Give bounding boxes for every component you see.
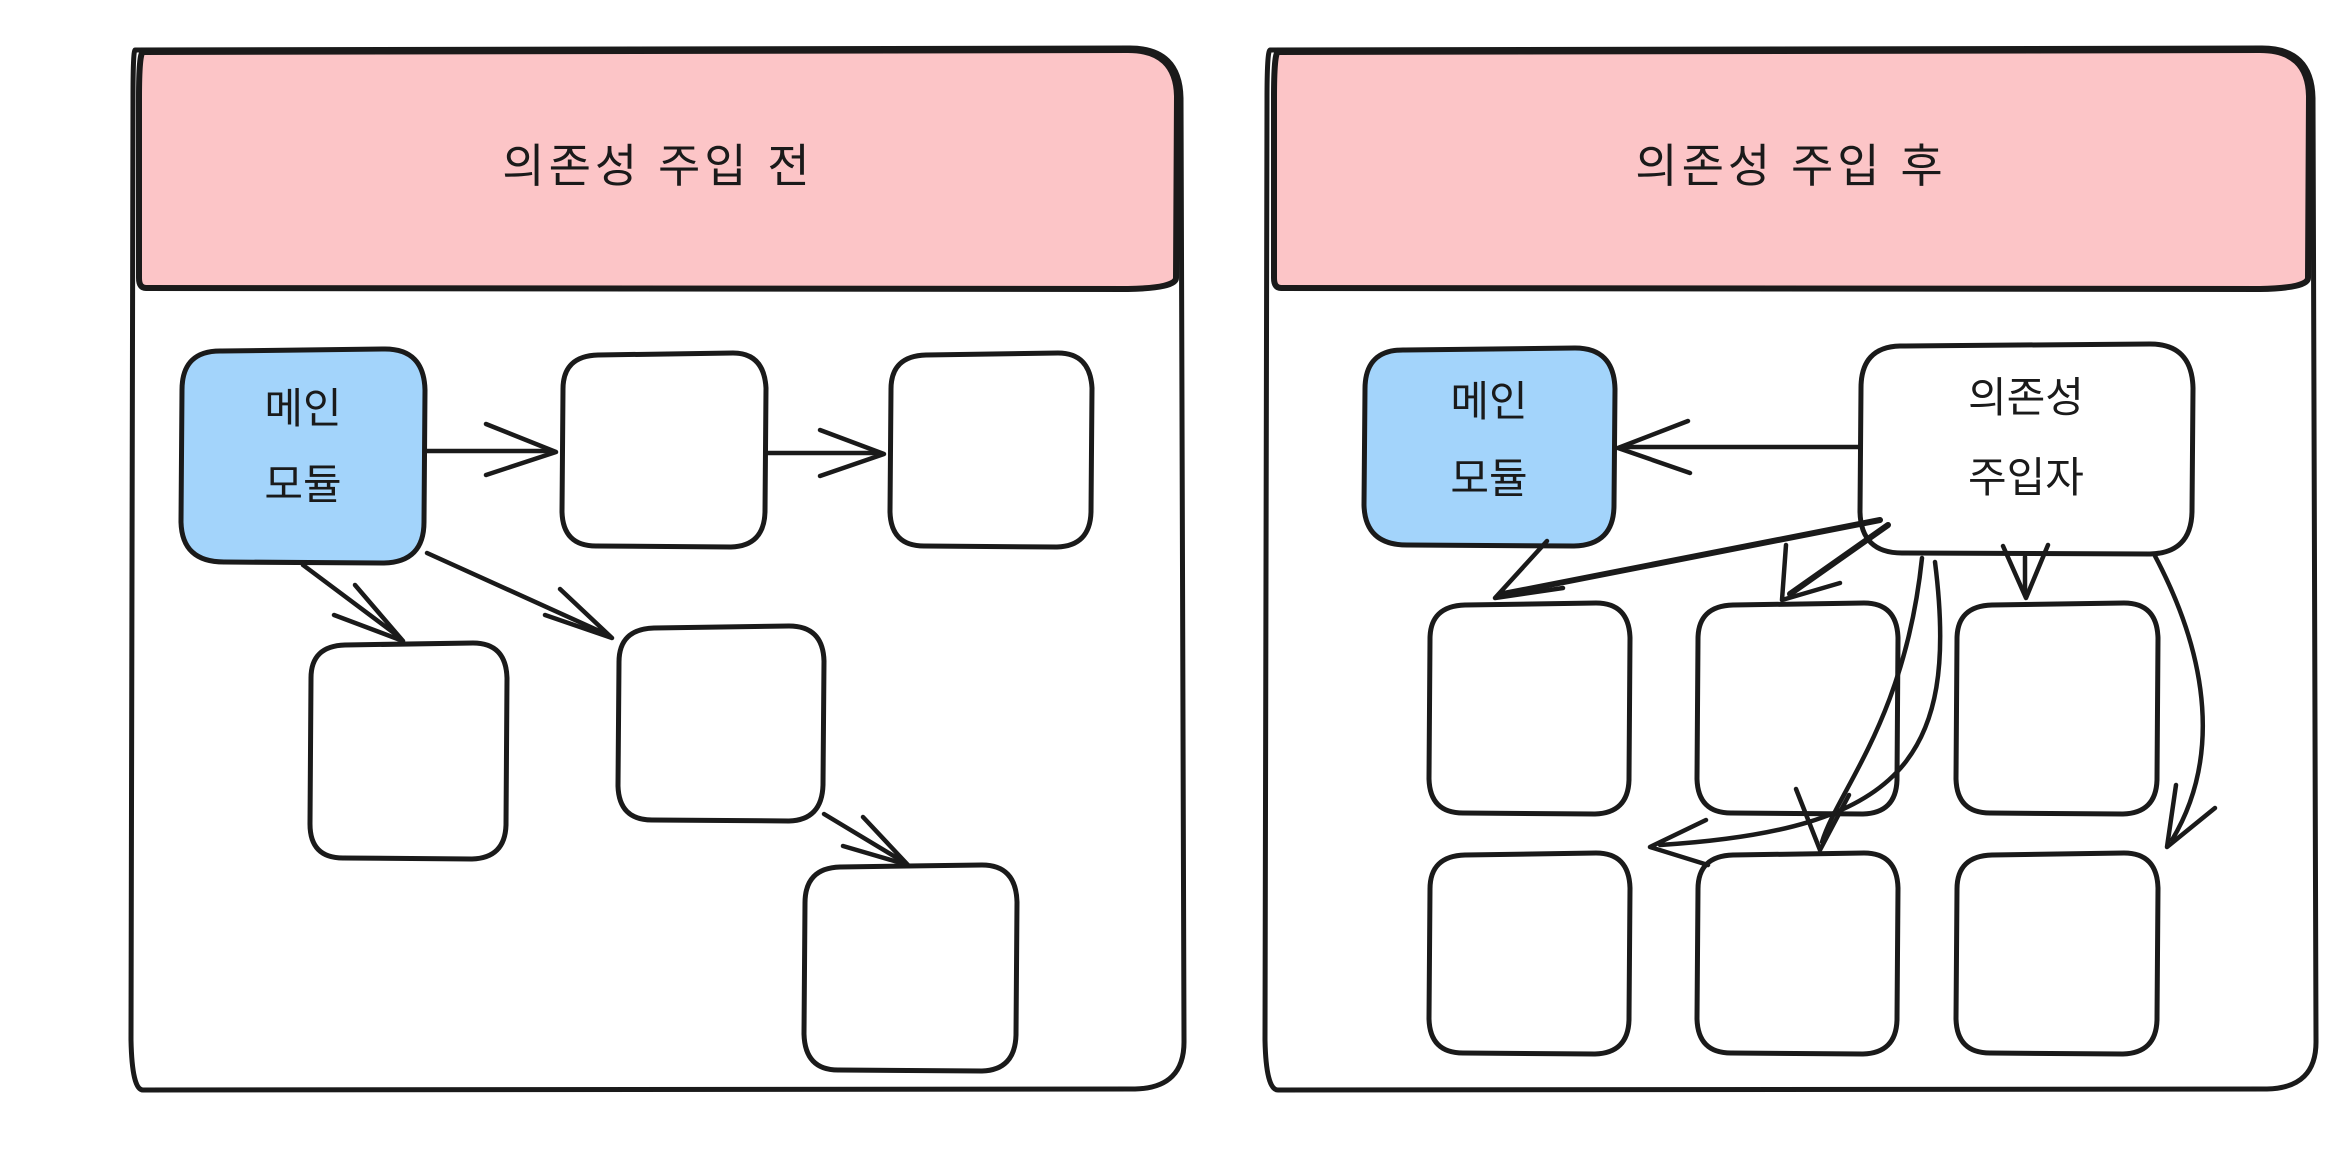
node-after-node-r2c1-shape	[1426, 850, 1633, 1057]
edge-after-injector-to-main-module	[1615, 418, 1863, 476]
node-after-main-module-label-line-1: 메인	[1450, 378, 1527, 425]
edge-before-node5-to-node6	[821, 811, 911, 868]
node-after-main-module-label-line-2: 모듈	[1450, 455, 1527, 502]
node-before-main-module-label-line-1: 메인	[264, 385, 341, 432]
node-after-injector[interactable]: 의존성 주입자	[1857, 341, 2196, 557]
node-before-node-6-shape	[801, 862, 1020, 1074]
node-before-node-5-shape	[615, 623, 827, 824]
edge-after-injector-to-r2c2	[1793, 555, 1925, 853]
node-after-node-r2c3[interactable]	[1953, 850, 2161, 1057]
node-before-node-6[interactable]	[801, 862, 1020, 1074]
panel-after-header	[1271, 47, 2312, 292]
node-after-node-r1c3-shape	[1953, 600, 2161, 817]
node-after-node-r2c2-shape	[1694, 850, 1901, 1057]
node-before-main-module-shape	[178, 346, 428, 566]
node-after-node-r1c1-shape	[1426, 600, 1633, 817]
edge-after-injector-to-r2c3	[2152, 553, 2218, 850]
node-before-node-3-shape	[887, 350, 1095, 550]
node-before-main-module-label-line-2: 모듈	[264, 461, 341, 508]
node-before-node-4[interactable]	[307, 640, 510, 862]
node-after-main-module[interactable]: 메인 모듈	[1361, 345, 1618, 549]
edge-before-main-to-node4	[300, 562, 406, 644]
node-before-main-module[interactable]: 메인 모듈	[178, 346, 428, 566]
edge-after-injector-to-r1c2	[1779, 522, 1891, 603]
node-before-node-5[interactable]	[615, 623, 827, 824]
panel-after-frame	[1262, 45, 2319, 1093]
node-before-node-2-shape	[559, 350, 769, 550]
node-after-injector-label-line-2: 주입자	[1968, 454, 2084, 501]
node-before-node-4-shape	[307, 640, 510, 862]
node-after-injector-shape	[1857, 341, 2196, 557]
panel-before-title: 의존성 주입 전	[502, 140, 813, 192]
node-before-node-3[interactable]	[887, 350, 1095, 550]
edge-after-injector-to-r1c1	[1492, 517, 1883, 601]
node-after-node-r2c2[interactable]	[1694, 850, 1901, 1057]
panel-before-header	[136, 47, 1180, 292]
edge-after-injector-to-r1c3	[2000, 542, 2051, 601]
edge-before-main-to-node2	[422, 421, 559, 478]
node-after-node-r2c1[interactable]	[1426, 850, 1633, 1057]
panel-after-title: 의존성 주입 후	[1635, 140, 1946, 192]
node-after-node-r1c2[interactable]	[1694, 600, 1901, 817]
node-after-node-r1c2-shape	[1694, 600, 1901, 817]
node-after-injector-label-line-1: 의존성	[1968, 374, 2084, 421]
node-after-node-r1c1[interactable]	[1426, 600, 1633, 817]
edge-after-injector-to-r2c1	[1647, 559, 1943, 868]
panel-after: 의존성 주입 후 메인 모듈 의존성 주입자	[1262, 45, 2319, 1093]
edge-before-main-to-node5	[424, 550, 615, 641]
node-after-node-r2c3-shape	[1953, 850, 2161, 1057]
panel-before: 의존성 주입 전 메인 모듈	[128, 45, 1187, 1093]
node-after-main-module-shape	[1361, 345, 1618, 549]
node-before-node-2[interactable]	[559, 350, 769, 550]
edge-before-node2-to-node3	[763, 427, 887, 479]
node-after-node-r1c3[interactable]	[1953, 600, 2161, 817]
